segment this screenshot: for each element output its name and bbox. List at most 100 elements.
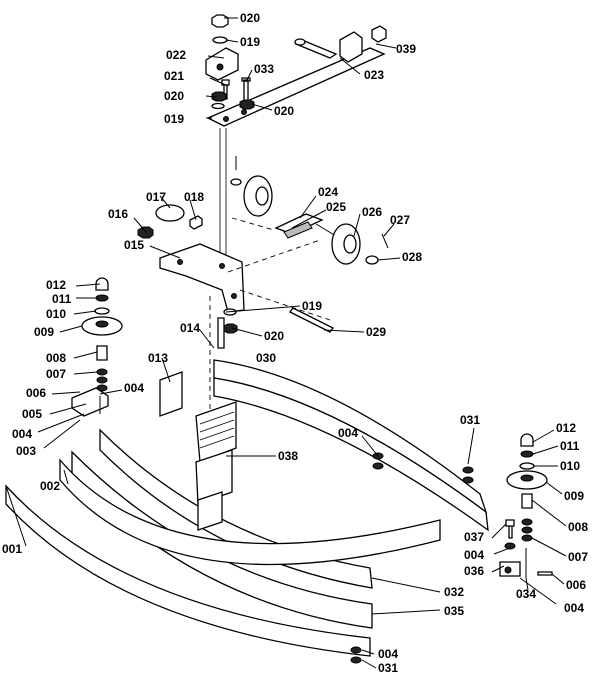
nut-020-lower (223, 323, 238, 334)
part-label: 026 (362, 205, 382, 219)
washer-010-right (519, 462, 535, 470)
part-label: 019 (164, 112, 184, 126)
part-label: 008 (46, 351, 66, 365)
part-label: 018 (184, 190, 204, 204)
plate-hole (231, 293, 237, 299)
part-label: 025 (326, 200, 346, 214)
washer-019-mid (211, 102, 225, 110)
part-label: 004 (564, 601, 584, 615)
part-label: 014 (180, 321, 200, 335)
part-label: 019 (302, 299, 322, 313)
part-label: 020 (264, 329, 284, 343)
part-label: 003 (16, 444, 36, 458)
idler-hub-026 (343, 234, 357, 254)
part-labels: 020 019 022 039 033 021 023 020 020 019 … (2, 11, 588, 674)
nut-004b-mid (372, 462, 384, 470)
part-label: 006 (26, 386, 46, 400)
part-label: 039 (396, 42, 416, 56)
part-label: 008 (568, 520, 588, 534)
part-label: 007 (568, 550, 588, 564)
part-label: 020 (164, 89, 184, 103)
part-label: 001 (2, 542, 22, 556)
bracket-arm (315, 223, 337, 237)
nut-004-bottom (350, 646, 362, 654)
washer-007-left (96, 368, 108, 376)
part-label: 030 (256, 351, 276, 365)
bracket-hole (216, 63, 224, 71)
part-label: 027 (390, 213, 410, 227)
chute-038-bellows (195, 401, 237, 463)
ring-017 (155, 204, 185, 222)
washer-028 (365, 255, 379, 265)
lever-hole (241, 109, 247, 115)
nut-031b-right (462, 476, 474, 484)
leader-lines (5, 17, 567, 669)
part-label: 017 (146, 190, 166, 204)
washer-007-right (521, 518, 533, 526)
nut-031-bottom (350, 656, 362, 664)
bracket-022 (205, 47, 239, 81)
nut-004-right (504, 542, 516, 550)
part-label: 006 (566, 578, 586, 592)
part-label: 029 (366, 325, 386, 339)
leader-line-set (5, 17, 567, 669)
right-spindle (499, 433, 553, 578)
part-label: 010 (560, 459, 580, 473)
spacer-008-right (521, 493, 533, 509)
part-label: 016 (108, 207, 128, 221)
left-spindle (71, 277, 123, 417)
part-label: 013 (148, 351, 168, 365)
part-label: 031 (460, 413, 480, 427)
lever-hole (223, 116, 229, 122)
part-label: 020 (240, 11, 260, 25)
nut-020-top (211, 14, 229, 28)
nut-020-plate (239, 99, 255, 110)
part-label: 022 (166, 48, 186, 62)
part-label: 015 (124, 238, 144, 252)
cap-012-right (520, 433, 534, 447)
idler-hub (255, 186, 269, 206)
washer-010-left (94, 307, 110, 315)
part-label: 004 (124, 381, 144, 395)
plate-hole (219, 263, 225, 269)
washer-007b-left (96, 376, 108, 384)
part-label: 032 (444, 585, 464, 599)
bolt-029 (289, 307, 334, 333)
plate-hole (177, 259, 183, 265)
part-label: 038 (278, 449, 298, 463)
alignment-lines (209, 217, 331, 420)
part-label: 004 (378, 647, 398, 661)
guard-014-side (213, 377, 489, 532)
bolt-037 (505, 519, 515, 539)
cap-012-left (95, 277, 109, 291)
part-label: 036 (464, 564, 484, 578)
washer-019-top (212, 36, 228, 44)
part-label: 020 (274, 104, 294, 118)
lever-assembly (205, 14, 387, 260)
pin-027 (381, 233, 389, 249)
washer-small (230, 178, 242, 186)
part-label: 004 (338, 426, 358, 440)
part-label: 011 (560, 439, 580, 453)
part-label: 009 (564, 489, 584, 503)
part-label: 011 (52, 292, 72, 306)
part-label: 034 (516, 587, 536, 601)
tensioner-assembly (137, 156, 389, 420)
guard-002 (59, 458, 441, 566)
washer-007c-right (521, 534, 533, 542)
part-label: 035 (444, 604, 464, 618)
handle-cap (371, 25, 387, 43)
part-label: 009 (34, 325, 54, 339)
stud (217, 317, 225, 349)
part-label: 007 (46, 367, 66, 381)
handle-end (294, 38, 306, 46)
chute-038-end (197, 491, 223, 531)
nut-020-mid (211, 91, 227, 102)
guard-001 (5, 484, 371, 657)
spacer-008-left (96, 345, 108, 361)
belt-guards (5, 359, 489, 664)
clip-018 (189, 215, 203, 230)
part-label: 021 (164, 69, 184, 83)
part-label: 004 (12, 427, 32, 441)
